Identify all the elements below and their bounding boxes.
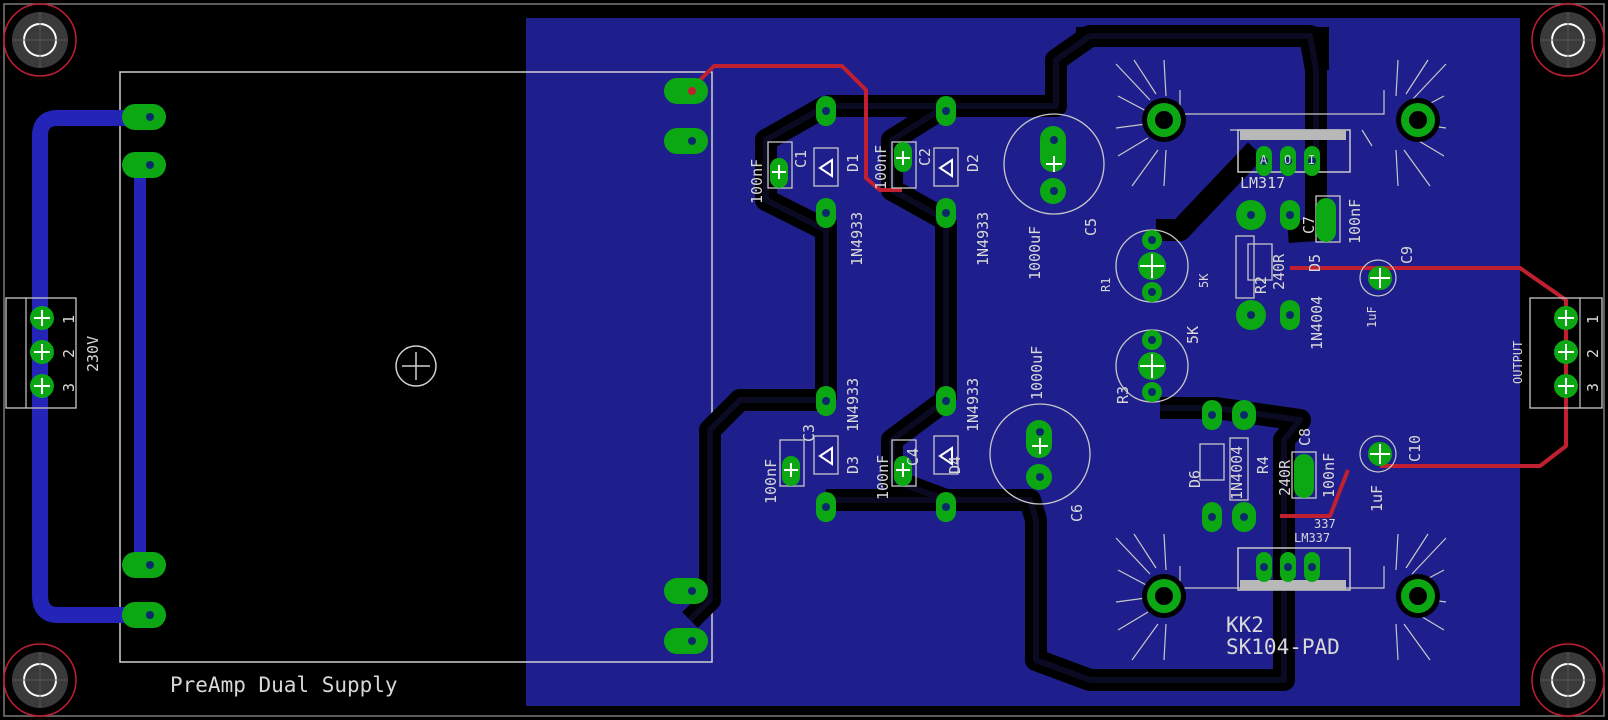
transformer-center-mark (395, 345, 437, 387)
c3-value: 100nF (762, 459, 780, 504)
r3-value: 5K (1184, 326, 1202, 344)
r1-value: 5K (1197, 273, 1211, 288)
d2-name: D2 (964, 154, 982, 172)
d6-name: D6 (1186, 470, 1204, 488)
c10-name: C10 (1406, 435, 1424, 462)
d3-value: 1N4933 (844, 378, 862, 432)
c10-outline (1359, 435, 1397, 473)
c2-name: C2 (916, 148, 934, 166)
c4-value: 100nF (874, 455, 892, 500)
c5-name: C5 (1082, 218, 1100, 236)
diode-bodies (813, 147, 1273, 481)
lm337-body (1237, 547, 1351, 591)
lm317-pin-i: I (1308, 153, 1315, 167)
c7-name: C7 (1300, 216, 1318, 234)
c6-outline (989, 403, 1091, 505)
r4-name: R4 (1254, 456, 1272, 474)
d5-value: 1N4004 (1308, 296, 1326, 350)
top-traces (688, 64, 1568, 518)
heatsink-holes (1142, 98, 1440, 618)
d3-name: D3 (844, 456, 862, 474)
resistor-bodies (1229, 235, 1255, 501)
d6-value: 1N4004 (1228, 446, 1246, 500)
c5-value: 1000uF (1026, 226, 1044, 280)
transformer-outline (119, 71, 713, 663)
d1-value: 1N4933 (848, 212, 866, 266)
c4-name: C4 (904, 448, 922, 466)
c1-name: C1 (792, 150, 810, 168)
c6-name: C6 (1068, 504, 1086, 522)
output-pin-3: 3 (1584, 383, 1602, 392)
primary-trace (32, 110, 140, 623)
c9-value: 1uF (1365, 306, 1379, 328)
r2-value: 240R (1270, 253, 1288, 290)
d4-value: 1N4933 (964, 378, 982, 432)
component-marks (34, 151, 1574, 477)
c9-name: C9 (1398, 246, 1416, 264)
c8-name: C8 (1296, 428, 1314, 446)
r4-value: 240R (1276, 459, 1294, 496)
r3-name: R3 (1114, 386, 1132, 404)
c5-outline (1003, 113, 1105, 215)
c3-name: C3 (800, 424, 818, 442)
output-connector-label: OUTPUT (1511, 341, 1525, 384)
c8-value: 100nF (1320, 453, 1338, 498)
r2-name: R2 (1252, 276, 1270, 294)
output-connector (1529, 297, 1603, 409)
board-title: PreAmp Dual Supply (170, 673, 398, 697)
c10-value: 1uF (1368, 485, 1386, 512)
lm337-alt: 337 (1314, 517, 1336, 531)
lm337-name: LM337 (1294, 531, 1330, 545)
lm317-pin-o: O (1284, 153, 1291, 167)
output-pin-2: 2 (1584, 349, 1602, 358)
mounting-holes (3, 3, 1605, 717)
c9-outline (1359, 259, 1397, 297)
c2-value: 100nF (872, 145, 890, 190)
input-connector (5, 297, 77, 409)
d4-name: D4 (946, 456, 964, 474)
input-pin-1: 1 (60, 315, 78, 324)
output-pin-1: 1 (1584, 315, 1602, 324)
d1-name: D1 (844, 154, 862, 172)
c6-value: 1000uF (1028, 346, 1046, 400)
cap-bodies (767, 141, 1341, 499)
r1-name: R1 (1099, 278, 1113, 292)
d2-value: 1N4933 (974, 212, 992, 266)
c7-value: 100nF (1346, 199, 1364, 244)
input-pin-3: 3 (60, 383, 78, 392)
lm317-name: LM317 (1240, 174, 1285, 192)
lm317-pin-a: A (1260, 153, 1268, 167)
heatsink-value: SK104-PAD (1226, 635, 1340, 659)
heatsink-name: KK2 (1226, 613, 1264, 637)
d5-name: D5 (1306, 254, 1324, 272)
input-pin-2: 2 (60, 349, 78, 358)
c1-value: 100nF (748, 159, 766, 204)
pad-holes (146, 87, 1316, 645)
input-connector-label: 230V (84, 336, 102, 372)
